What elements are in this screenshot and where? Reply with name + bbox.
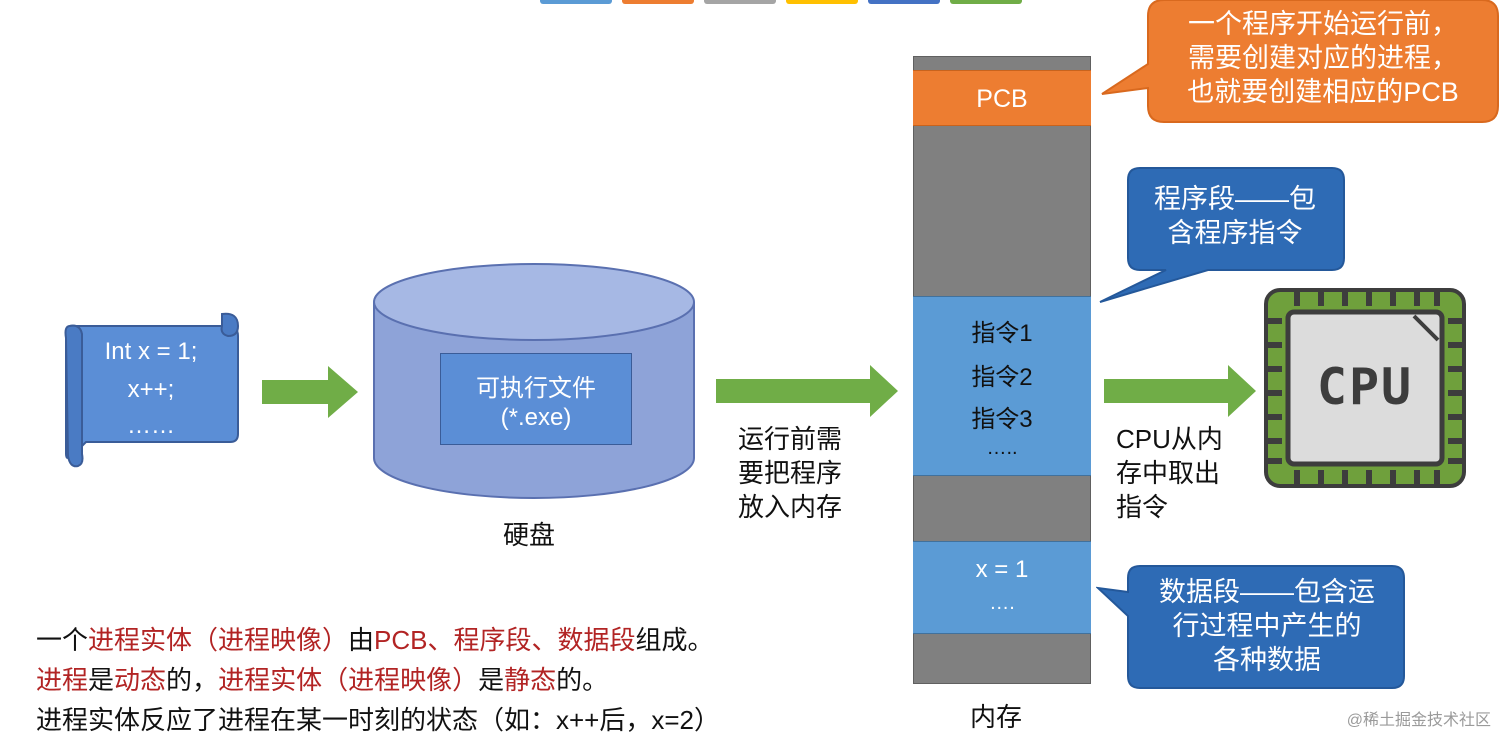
note1-e: 组成。 xyxy=(635,625,714,655)
cpu-label: CPU xyxy=(1316,358,1414,416)
memory-caption: 内存 xyxy=(970,702,1023,732)
pcb-callout-line2: 需要创建对应的进程， xyxy=(1188,43,1458,73)
top-tab-1 xyxy=(540,0,612,4)
note2-a: 进程 xyxy=(36,665,89,695)
program-segment: 指令1 指令2 指令3 ….. xyxy=(913,296,1091,476)
data-callout-line2: 行过程中产生的 xyxy=(1172,611,1362,641)
data-callout-line3: 各种数据 xyxy=(1213,645,1321,675)
pcb-block: PCB xyxy=(913,70,1091,126)
fetch-caption-line1: CPU从内 xyxy=(1116,424,1223,454)
data-callout-line1: 数据段——包含运 xyxy=(1159,577,1375,607)
pcb-callout-line3: 也就要创建相应的PCB xyxy=(1187,77,1459,107)
note2-e: 进程实体（进程映像） xyxy=(218,665,479,695)
pcb-callout-bubble xyxy=(1101,0,1499,123)
note2-h: 的。 xyxy=(556,665,609,695)
note1-c: 由 xyxy=(348,625,375,655)
note2-b: 是 xyxy=(88,665,115,695)
data-value: x = 1 xyxy=(975,556,1029,583)
note2-f: 是 xyxy=(478,665,505,695)
note-line-2: 进程是动态的，进程实体（进程映像）是静态的。 xyxy=(36,660,608,697)
exe-extension: (*.exe) xyxy=(500,404,572,431)
top-tab-4 xyxy=(786,0,858,4)
source-code-scroll: Int x = 1; x++; …… xyxy=(62,306,240,472)
cpu-chip: CPU xyxy=(1264,288,1466,488)
pcb-callout-line1: 一个程序开始运行前， xyxy=(1188,9,1458,39)
arrow-disk-to-memory xyxy=(716,365,898,417)
instruction-2: 指令2 xyxy=(971,364,1033,391)
fetch-caption-line2: 存中取出 xyxy=(1116,458,1221,488)
instruction-3: 指令3 xyxy=(971,406,1033,433)
note-line-1: 一个进程实体（进程映像）由PCB、程序段、数据段组成。 xyxy=(36,620,714,657)
top-tab-6 xyxy=(950,0,1022,4)
note2-g: 静态 xyxy=(504,665,557,695)
data-callout-text: 数据段——包含运 行过程中产生的 各种数据 xyxy=(1132,575,1402,677)
top-tab-3 xyxy=(704,0,776,4)
disk-caption: 硬盘 xyxy=(503,520,556,550)
data-ellipsis: …. xyxy=(989,592,1015,614)
data-callout-bubble xyxy=(1096,565,1405,689)
code-line-3: …… xyxy=(127,412,175,439)
fetch-caption-line3: 指令 xyxy=(1116,492,1169,522)
load-caption-line1: 运行前需 xyxy=(738,424,843,454)
note2-d: 的， xyxy=(166,665,219,695)
note1-d: PCB、程序段、数据段 xyxy=(374,625,636,655)
load-caption-line3: 放入内存 xyxy=(738,492,843,522)
scroll-icon xyxy=(64,312,240,468)
load-caption-line2: 要把程序 xyxy=(738,458,843,488)
program-callout-bubble xyxy=(1099,167,1345,303)
note-line-3: 进程实体反应了进程在某一时刻的状态（如：x++后，x=2） xyxy=(36,705,721,735)
code-line-1: Int x = 1; xyxy=(104,338,198,365)
program-callout-line2: 含程序指令 xyxy=(1167,218,1303,248)
program-callout-text: 程序段——包 含程序指令 xyxy=(1130,182,1340,250)
instruction-1: 指令1 xyxy=(971,320,1033,347)
note1-b: 进程实体（进程映像） xyxy=(88,625,349,655)
watermark: @稀土掘金技术社区 xyxy=(1346,712,1491,729)
code-line-2: x++; xyxy=(127,376,175,403)
top-tab-5 xyxy=(868,0,940,4)
cpu-chip-icon xyxy=(1264,288,1466,488)
arrow-memory-to-cpu xyxy=(1104,365,1256,417)
program-callout-line1: 程序段——包 xyxy=(1154,184,1316,214)
instruction-ellipsis: ….. xyxy=(986,437,1018,459)
data-segment: x = 1 …. xyxy=(913,541,1091,634)
load-caption: 运行前需 要把程序 放入内存 xyxy=(738,422,842,524)
arrow-code-to-disk xyxy=(262,366,358,418)
fetch-caption: CPU从内 存中取出 指令 xyxy=(1116,422,1223,524)
executable-file-box: 可执行文件 (*.exe) xyxy=(440,353,632,445)
note2-c: 动态 xyxy=(114,665,167,695)
exe-label: 可执行文件 xyxy=(476,375,596,402)
pcb-callout-text: 一个程序开始运行前， 需要创建对应的进程， 也就要创建相应的PCB xyxy=(1150,7,1496,109)
note1-a: 一个 xyxy=(36,625,89,655)
top-tab-2 xyxy=(622,0,694,4)
